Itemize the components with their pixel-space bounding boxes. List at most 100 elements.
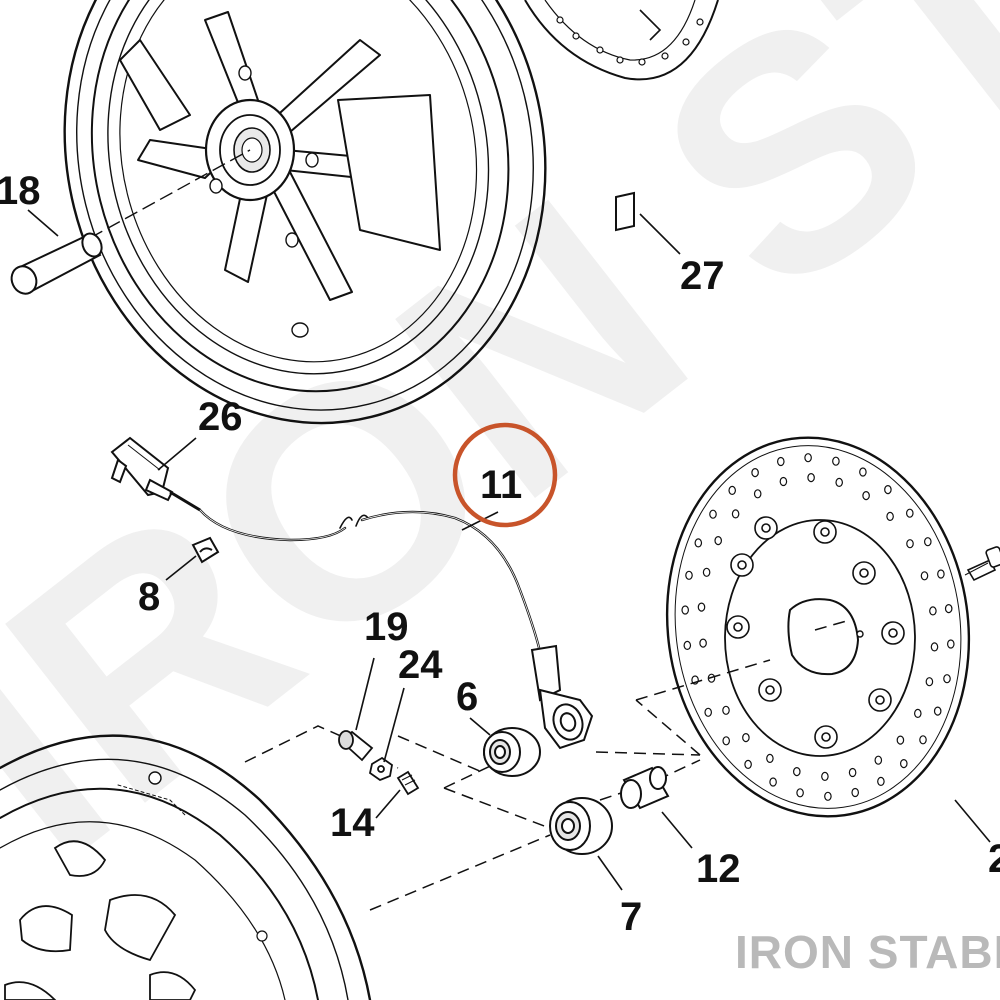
leader-26: [157, 437, 197, 471]
part-11-speed-sensor: [198, 508, 594, 750]
callout-12: 12: [696, 847, 741, 891]
lower-brake-disc: [665, 436, 971, 818]
callout-14: 14: [330, 801, 375, 845]
callout-labels: 18 27 26 11 8 19 24 6 14 12 7 2: [0, 169, 1000, 939]
disc-drill-hole: [796, 788, 804, 798]
disc-drill-hole: [851, 787, 860, 798]
disc-drill-hole: [824, 791, 832, 801]
brand-logo-text: IRON STABLE: [735, 926, 1000, 978]
callout-2: 2: [988, 837, 1000, 881]
callout-26: 26: [198, 395, 243, 439]
part-6-bearing: [483, 727, 541, 777]
callout-19: 19: [364, 605, 409, 649]
disc-drill-hole: [709, 509, 717, 519]
disc-drill-hole: [862, 491, 870, 501]
disc-drill-hole: [683, 640, 692, 651]
assembly-guidelines: [244, 619, 851, 911]
disc-drill-hole: [751, 468, 759, 478]
callout-8: 8: [138, 575, 160, 619]
disc-drill-hole: [944, 603, 953, 614]
disc-drill-hole: [859, 467, 867, 477]
highlight-circle-11: [452, 422, 558, 528]
disc-drill-hole: [685, 570, 693, 580]
leader-2: [954, 799, 991, 843]
disc-drill-hole: [884, 485, 892, 495]
disc-drill-hole: [769, 777, 777, 787]
disc-drill-hole: [905, 508, 914, 518]
upper-brake-disc: [524, 0, 719, 81]
disc-drill-hole: [848, 767, 857, 778]
disc-drill-hole: [694, 538, 703, 548]
leader-8: [165, 555, 197, 581]
part-7-bearing: [549, 797, 613, 855]
disc-drill-hole: [930, 642, 939, 652]
disc-drill-hole: [874, 755, 883, 765]
disc-drill-hole: [923, 537, 932, 547]
lower-wheel: [0, 734, 372, 1000]
part-18-spacer: [10, 232, 103, 295]
leader-12: [661, 811, 693, 849]
disc-drill-hole: [804, 453, 812, 463]
disc-drill-hole: [742, 732, 750, 743]
disc-drill-hole: [744, 759, 752, 770]
disc-drill-hole: [699, 638, 707, 648]
callout-6: 6: [456, 675, 478, 719]
disc-drill-hole: [929, 606, 937, 616]
disc-drill-hole: [899, 758, 908, 769]
disc-drill-hole: [832, 456, 840, 466]
disc-drill-hole: [896, 735, 905, 745]
callout-18: 18: [0, 169, 41, 213]
leader-11: [461, 511, 499, 531]
leader-24: [383, 687, 405, 763]
disc-drill-hole: [776, 456, 785, 467]
leader-lines: [27, 209, 991, 891]
callout-24: 24: [398, 643, 443, 687]
part-12-spacer: [620, 766, 670, 810]
disc-drill-hole: [886, 511, 894, 522]
part-24-nut: [368, 756, 393, 782]
disc-drill-hole: [807, 473, 815, 483]
disc-drill-hole: [697, 602, 706, 612]
upper-wheel: [63, 0, 547, 425]
disc-drill-hole: [913, 708, 922, 719]
part-27-label: [615, 191, 681, 255]
disc-drill-hole: [835, 477, 844, 487]
disc-drill-hole: [722, 705, 730, 715]
disc-drill-hole: [792, 766, 801, 777]
disc-drill-hole: [704, 707, 713, 717]
leader-6: [469, 717, 491, 736]
disc-drill-hole: [937, 569, 945, 579]
disc-drill-hole: [728, 485, 737, 495]
disc-drill-hole: [946, 639, 955, 649]
disc-drill-hole: [906, 539, 914, 549]
disc-drill-hole: [821, 771, 829, 782]
part-14-cap: [396, 770, 420, 796]
part-2-bolt: [964, 546, 1000, 582]
disc-drill-hole: [681, 605, 690, 615]
axle-centerline-upper: [89, 149, 251, 239]
disc-drill-hole: [779, 476, 788, 487]
leader-7: [597, 855, 623, 891]
disc-drill-hole: [766, 753, 774, 764]
disc-drill-hole: [753, 489, 762, 499]
disc-drill-hole: [702, 567, 711, 577]
disc-drill-hole: [731, 509, 740, 519]
disc-drill-hole: [877, 776, 885, 787]
callout-11: 11: [480, 463, 522, 507]
callout-27: 27: [680, 254, 725, 298]
disc-drill-hole: [714, 535, 723, 546]
leader-19: [355, 657, 375, 731]
disc-drill-hole: [943, 674, 951, 684]
disc-drill-hole: [919, 735, 927, 745]
disc-drill-hole: [933, 706, 942, 716]
disc-drill-hole: [925, 677, 934, 687]
disc-drill-hole: [722, 736, 731, 746]
callout-7: 7: [620, 895, 642, 939]
part-19-valve-stem: [338, 730, 374, 762]
leader-18: [27, 209, 59, 237]
disc-drill-hole: [920, 571, 929, 581]
part-26-connector: [110, 436, 201, 512]
leader-14: [375, 789, 401, 819]
